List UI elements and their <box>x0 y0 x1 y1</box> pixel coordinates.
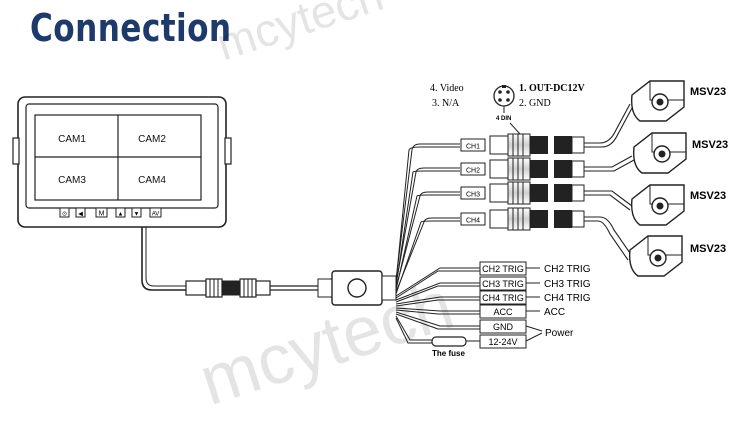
trigger-wires <box>395 267 480 344</box>
camera-1-model: MSV23 <box>690 86 726 98</box>
quadrant-cam4: CAM4 <box>138 175 166 186</box>
gnd-tag: GND <box>493 322 514 332</box>
camera-3: MSV23 <box>630 184 726 226</box>
inline-connector <box>185 278 271 298</box>
ch4-trig-tag: CH4 TRIG <box>482 293 524 303</box>
camera-2: MSV23 <box>632 132 728 174</box>
channel-label-ch1: CH1 <box>466 144 480 151</box>
camera-4-model: MSV23 <box>690 243 726 255</box>
power-label: Power <box>545 328 574 339</box>
acc-label: ACC <box>544 307 565 318</box>
pin3-label: 3. N/A <box>432 98 460 109</box>
quadrant-cam3: CAM3 <box>58 175 86 186</box>
ch3-trig-tag: CH3 TRIG <box>482 279 524 289</box>
pin4-label: 4. Video <box>430 83 464 94</box>
monitor-button-left: ◀ <box>78 212 83 218</box>
channel-bundle <box>395 143 460 295</box>
camera-cables <box>584 103 635 261</box>
fuse: The fuse <box>431 336 467 358</box>
camera-4: MSV23 <box>628 235 726 277</box>
monitor-button-av: AV <box>152 212 160 218</box>
monitor-button-strip: ⊙ ◀ M ▲ ▼ AV <box>59 207 162 218</box>
trigger-tags: CH2 TRIG CH2 TRIG CH3 TRIG CH3 TRIG CH4 … <box>479 261 591 349</box>
channel-label-ch4: CH4 <box>466 218 480 225</box>
channel-label-ch2: CH2 <box>466 168 480 175</box>
pin2-label: 2. GND <box>519 98 551 109</box>
connector-type-label: 4 DIN <box>496 116 511 122</box>
quadrant-cam1: CAM1 <box>58 134 86 145</box>
acc-tag: ACC <box>493 307 513 317</box>
pinout-diagram: 4. Video 3. N/A 1. OUT-DC12V 2. GND 4 DI… <box>430 83 586 135</box>
harness-box <box>317 270 397 306</box>
monitor-button-menu: M <box>99 211 105 218</box>
pin1-label: 1. OUT-DC12V <box>519 83 586 94</box>
channel-label-ch3: CH3 <box>466 192 480 199</box>
fuse-label: The fuse <box>432 349 465 358</box>
monitor: CAM1 CAM2 CAM3 CAM4 ⊙ ◀ M ▲ ▼ AV <box>12 96 232 228</box>
camera-2-model: MSV23 <box>692 139 728 151</box>
ch2-trig-tag: CH2 TRIG <box>482 264 524 274</box>
camera-1: MSV23 <box>630 80 726 122</box>
ch2-trig-label: CH2 TRIG <box>544 264 591 275</box>
ch4-trig-label: CH4 TRIG <box>544 293 591 304</box>
monitor-button-power: ⊙ <box>62 212 67 218</box>
monitor-button-down: ▼ <box>134 212 140 218</box>
camera-3-model: MSV23 <box>690 190 726 202</box>
ch3-trig-label: CH3 TRIG <box>544 279 591 290</box>
quadrant-cam2: CAM2 <box>138 134 166 145</box>
page-title: Connection <box>30 6 232 50</box>
monitor-button-up: ▲ <box>118 212 124 218</box>
channel-connectors: CH1 CH2 CH3 CH <box>460 133 585 231</box>
voltage-tag: 12-24V <box>488 337 517 347</box>
